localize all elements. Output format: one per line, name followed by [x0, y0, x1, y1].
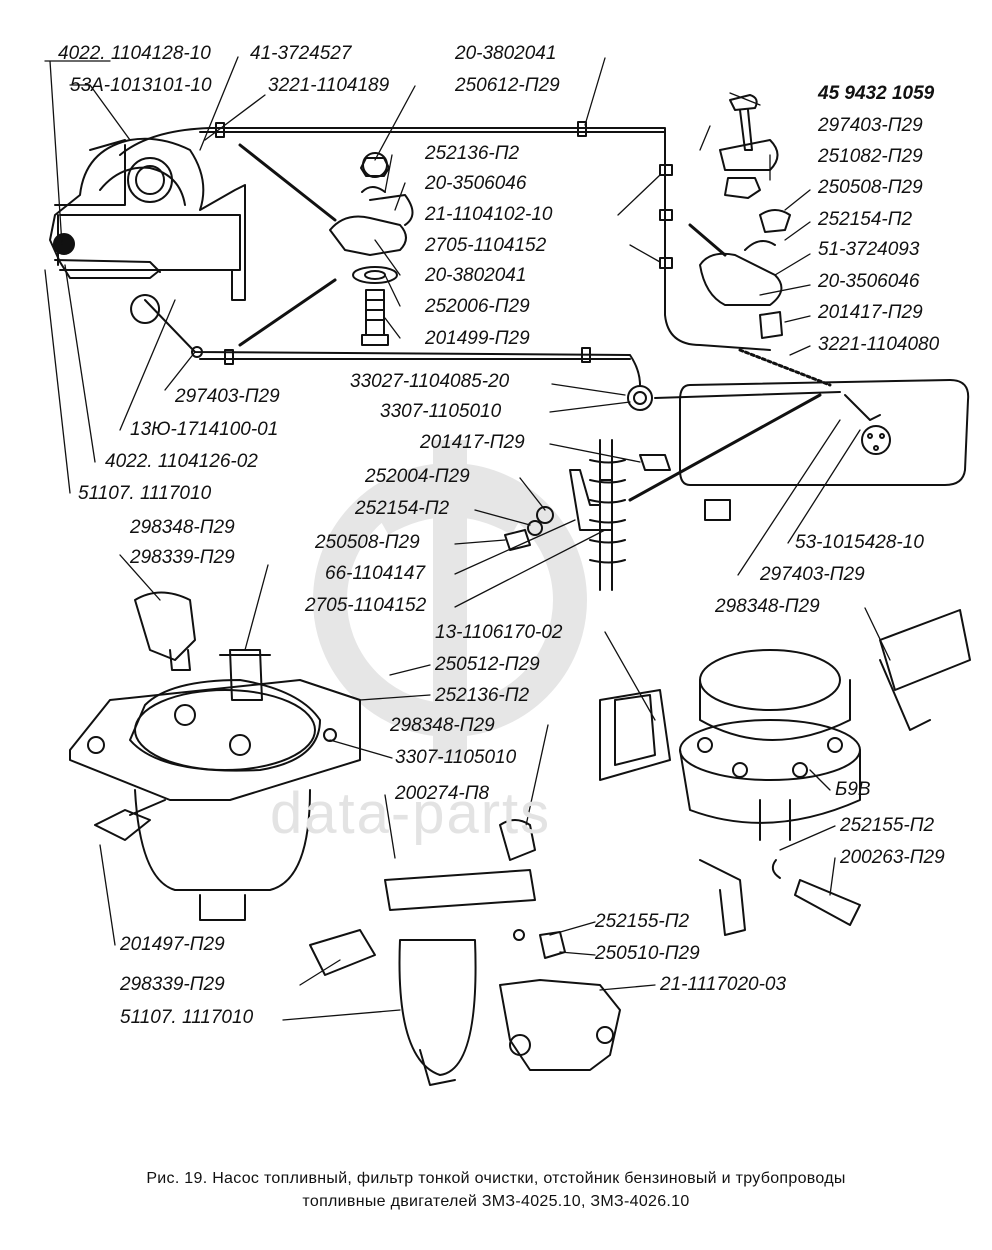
- part-label: 53А-1013101-10: [70, 75, 212, 96]
- part-label: 33027-1104085-20: [350, 371, 510, 392]
- part-label: 298348-П29: [390, 715, 495, 736]
- part-label: 252155-П2: [595, 911, 690, 932]
- part-label: 200274-П8: [395, 783, 490, 804]
- part-label: 250508-П29: [315, 532, 420, 553]
- part-label: 3221-1104189: [268, 75, 390, 96]
- part-label: 20-3802041: [425, 265, 527, 286]
- engine-outline: [49, 137, 246, 324]
- part-label: 252006-П29: [425, 296, 530, 317]
- part-label: 250512-П29: [435, 654, 540, 675]
- leader-lines: [44, 56, 891, 1021]
- part-label: 297403-П29: [175, 386, 280, 407]
- part-label: 297403-П29: [818, 115, 923, 136]
- part-label: 298339-П29: [120, 974, 225, 995]
- figure-caption-line1: Рис. 19. Насос топливный, фильтр тонкой …: [146, 1170, 846, 1187]
- part-label: 252136-П2: [435, 685, 530, 706]
- settler-assembly: [69, 591, 361, 921]
- fuel-line-lower: [144, 299, 641, 386]
- part-label: 66-1104147: [325, 563, 426, 584]
- part-label: 252154-П2: [355, 498, 450, 519]
- part-label: 20-3506046: [425, 173, 527, 194]
- part-label: 201499-П29: [425, 328, 530, 349]
- part-label: 201417-П29: [818, 302, 923, 323]
- part-label: 250508-П29: [818, 177, 923, 198]
- part-label: 252004-П29: [365, 466, 470, 487]
- part-label: 41-3724527: [250, 43, 352, 64]
- figure-caption-line2: топливные двигателей ЗМЗ-4025.10, ЗМЗ-40…: [302, 1193, 690, 1210]
- watermark-text: data-parts: [270, 781, 552, 846]
- part-label: 252154-П2: [818, 209, 913, 230]
- flexible-hose: [738, 348, 832, 387]
- fuel-settler-small: [627, 385, 841, 411]
- part-label: 20-3506046: [818, 271, 920, 292]
- part-label: 2705-1104152: [305, 595, 427, 616]
- part-label: 297403-П29: [760, 564, 865, 585]
- part-label: Б9В: [835, 779, 871, 800]
- part-label: 201417-П29: [420, 432, 525, 453]
- part-label: 250510-П29: [595, 943, 700, 964]
- part-label: 51107. 1117010: [120, 1007, 254, 1028]
- part-label: 3221-1104080: [818, 334, 940, 355]
- part-label: 20-3802041: [455, 43, 557, 64]
- clamp-assembly-right: [699, 94, 791, 339]
- part-label: 13Ю-1714100-01: [130, 419, 279, 440]
- fuel-tank: [679, 379, 970, 521]
- bracket-assembly-center: [504, 439, 671, 591]
- pipe-clamp-assembly: [329, 152, 414, 346]
- part-label: 4022. 1104126-02: [105, 451, 258, 472]
- part-label: 251082-П29: [818, 146, 923, 167]
- part-label: 21-1104102-10: [425, 204, 553, 225]
- part-label: 4022. 1104128-10: [58, 43, 211, 64]
- part-label: 298348-П29: [130, 517, 235, 538]
- part-label: 298339-П29: [130, 547, 235, 568]
- part-label: 250612-П29: [455, 75, 560, 96]
- callout-arrows: [238, 143, 822, 502]
- part-label: 51-3724093: [818, 239, 920, 260]
- part-label: 3307-1105010: [380, 401, 502, 422]
- part-label: 51107. 1117010: [78, 483, 212, 504]
- part-label: 53-1015428-10: [795, 532, 924, 553]
- watermark-logo: [313, 440, 587, 760]
- fuel-pump-assembly: [599, 609, 971, 936]
- part-label: 21-1117020-03: [660, 974, 787, 995]
- part-label: 252155-П2: [840, 815, 935, 836]
- part-label: 45 9432 1059: [818, 83, 935, 104]
- part-label: 2705-1104152: [425, 235, 547, 256]
- part-label: 200263-П29: [840, 847, 945, 868]
- part-label: 201497-П29: [120, 934, 225, 955]
- part-label: 252136-П2: [425, 143, 520, 164]
- fuel-line-upper: [89, 121, 771, 351]
- part-label: 13-1106170-02: [435, 622, 563, 643]
- part-label: 298348-П29: [715, 596, 820, 617]
- fine-filter-assembly: [309, 819, 621, 1086]
- part-label: 3307-1105010: [395, 747, 517, 768]
